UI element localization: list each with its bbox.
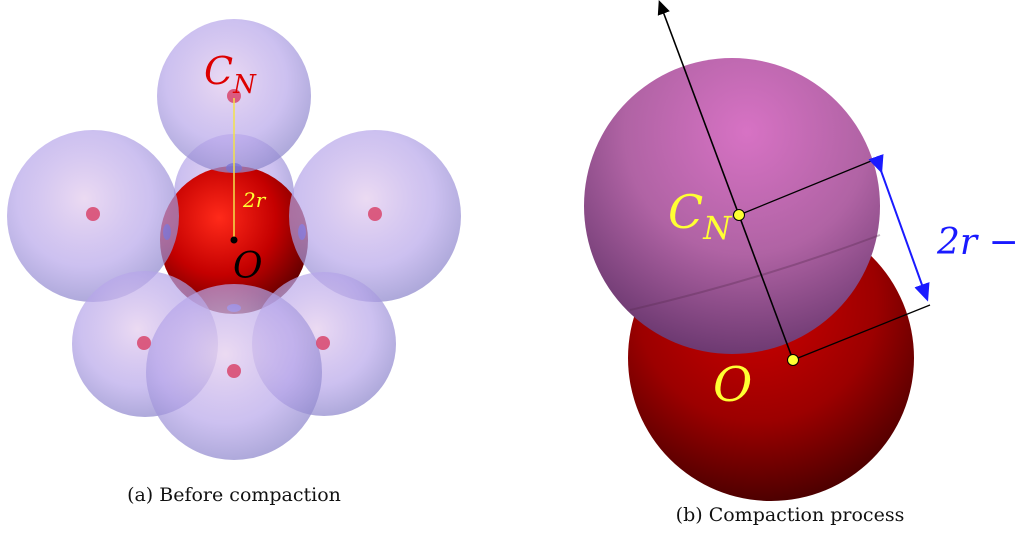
dimension-arrow (868, 154, 930, 302)
caption-b: (b) Compaction process (676, 504, 905, 526)
intersection-rim (629, 234, 881, 311)
label-o-b: O (713, 357, 752, 413)
neighbor-center-dot (227, 89, 241, 103)
label-o-a: O (233, 246, 263, 287)
extension-line-bottom (792, 304, 931, 361)
oxygen-center-dot-a (230, 236, 238, 244)
neighbor-sphere-b (584, 58, 880, 354)
extension-line-top (738, 158, 877, 216)
panel-a: CN O 2r (a) Before compaction (7, 19, 461, 506)
neighbor-center-dot (316, 336, 330, 350)
neighbor-center-dot (137, 336, 151, 350)
caption-a: (a) Before compaction (127, 484, 341, 506)
neighbor-center-dot (227, 364, 241, 378)
label-cn-b: CN (668, 185, 732, 247)
neighbor-center-dot (86, 207, 100, 221)
axis-arrow (657, 0, 794, 361)
oxygen-center-dot-b (787, 354, 799, 366)
label-cn-a: CN (204, 49, 257, 100)
panel-b: CN O 2r − δ (b) Compaction process (584, 0, 1025, 526)
neighbor-center-dot-b (733, 209, 745, 221)
neighbor-center-dot (368, 207, 382, 221)
label-2r-a: 2r (242, 188, 267, 212)
label-distance-b: 2r − δ (936, 222, 1025, 263)
